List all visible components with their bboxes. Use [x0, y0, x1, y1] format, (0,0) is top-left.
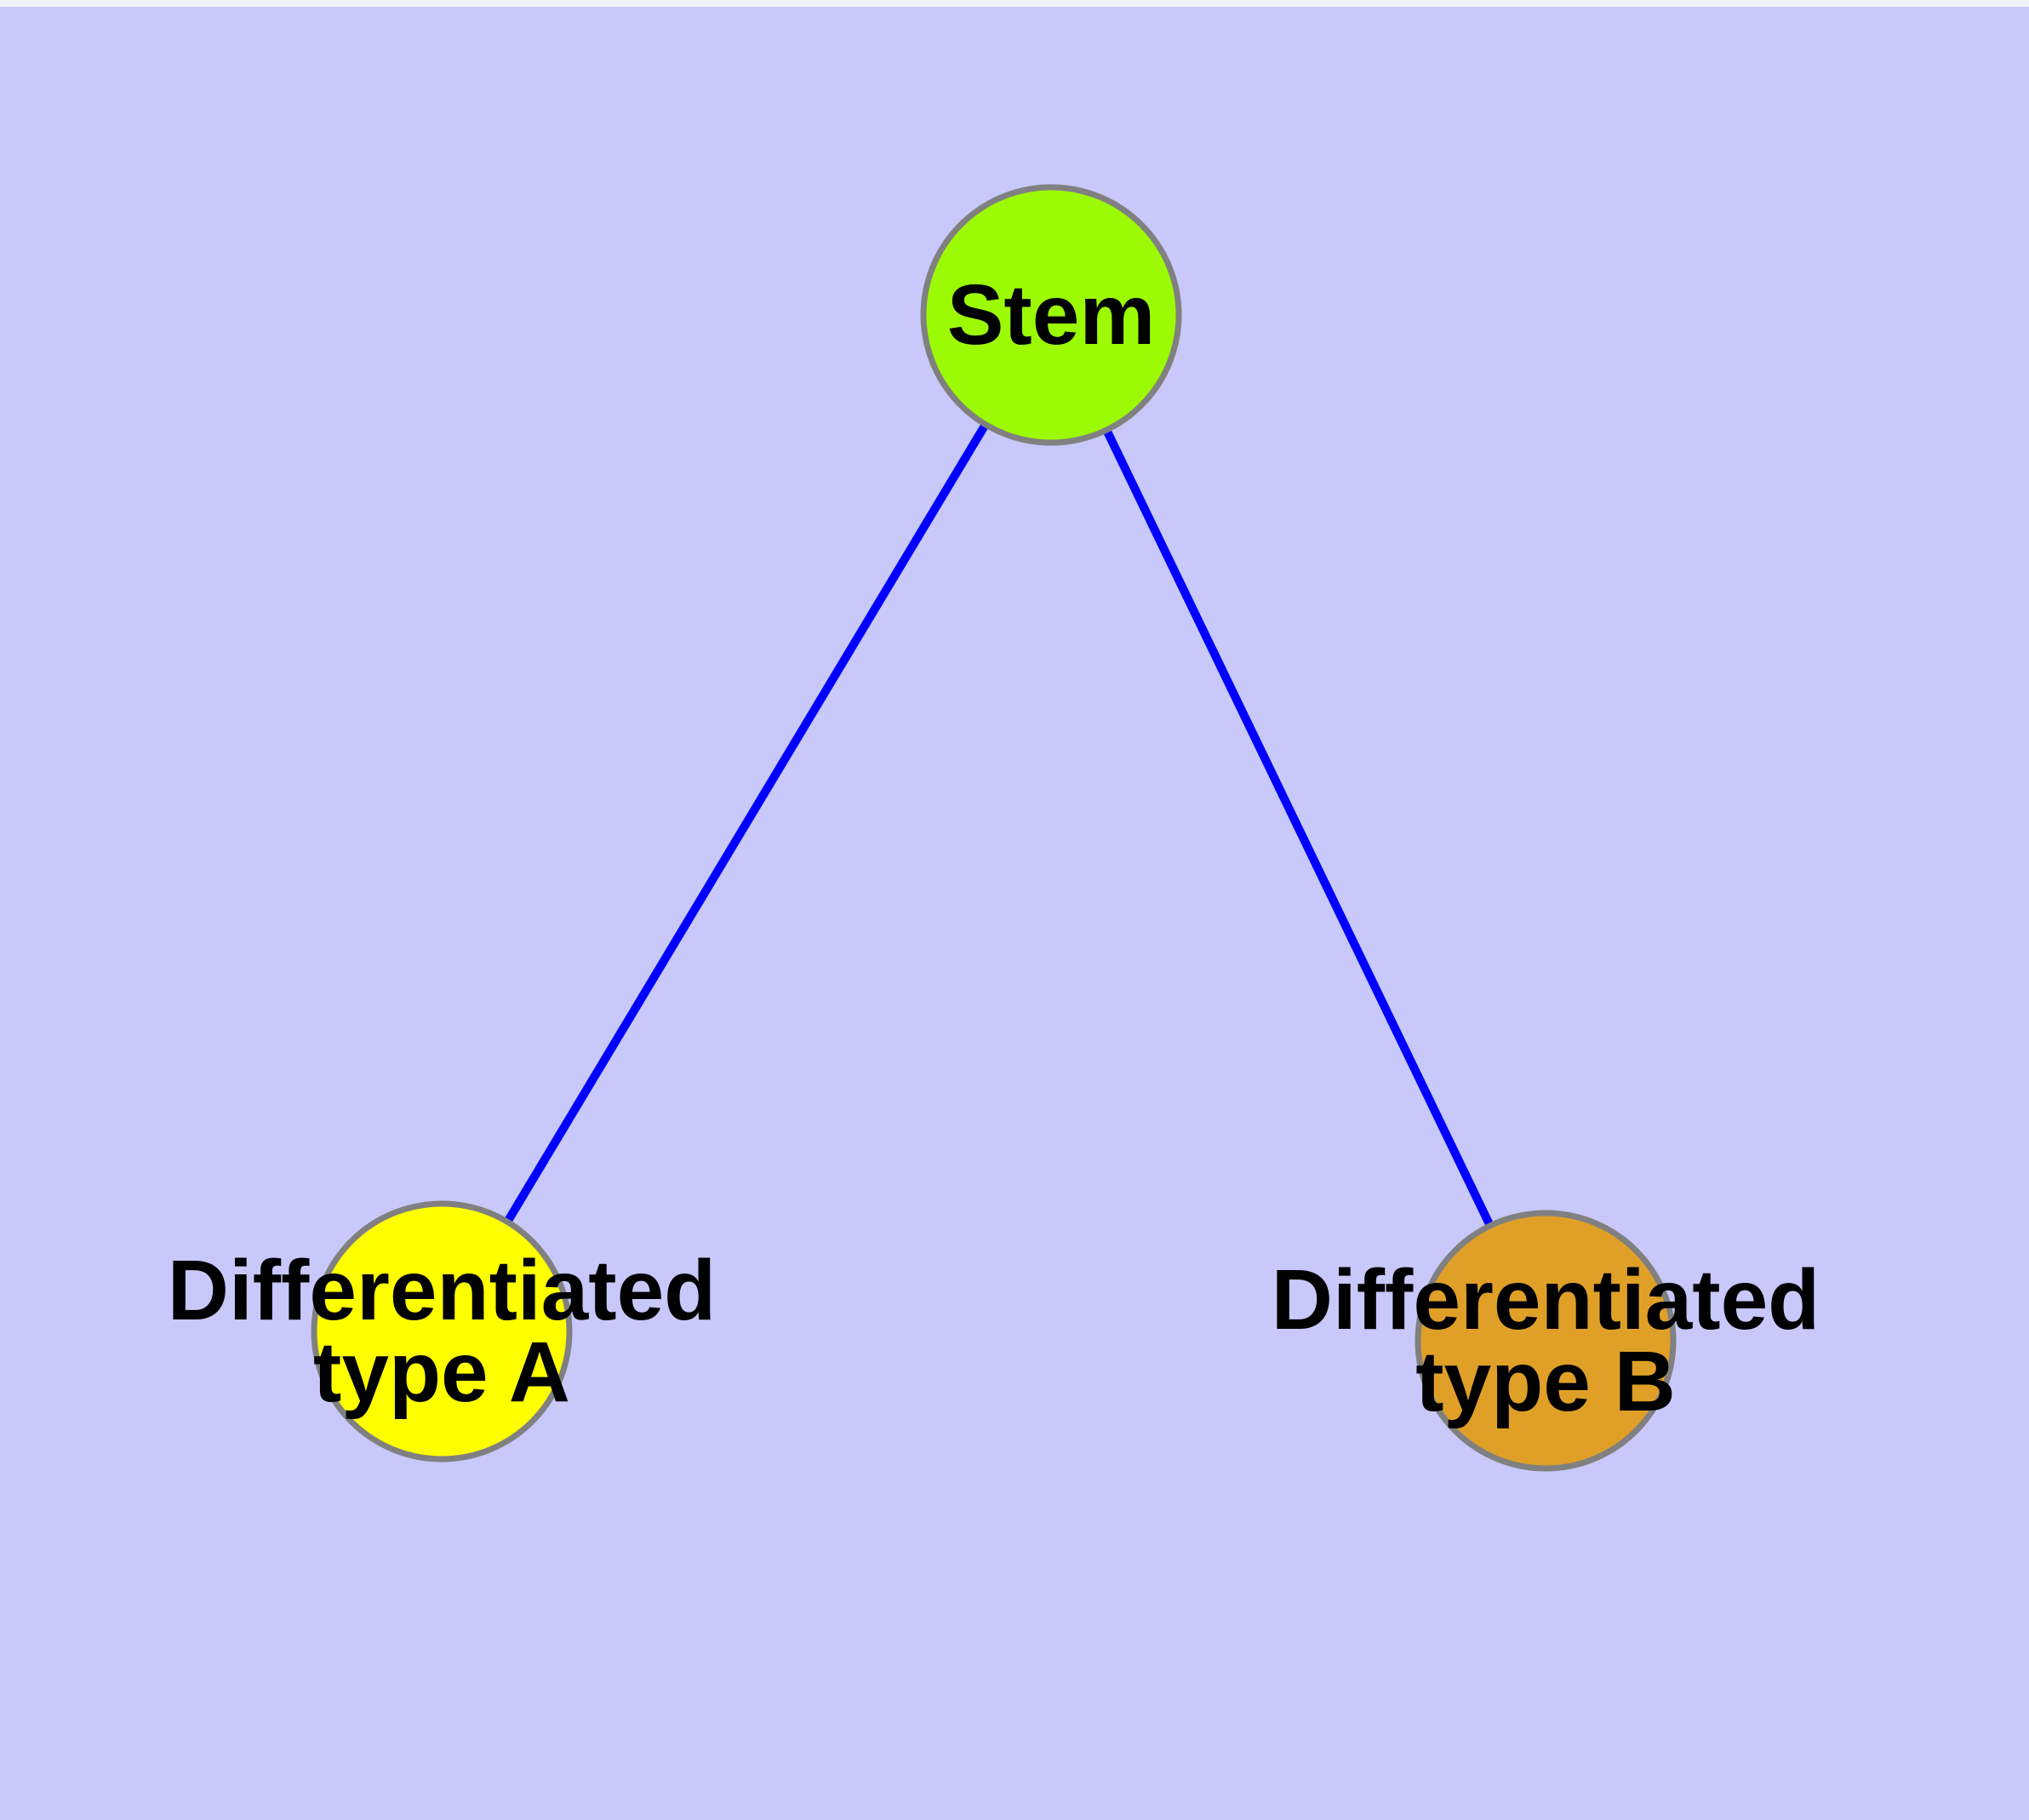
graph-node-label-line: Differentiated	[1272, 1252, 1820, 1348]
graph-node-label-line: Differentiated	[168, 1243, 717, 1338]
edges-layer	[501, 419, 1496, 1231]
nodes-layer	[311, 184, 1677, 1472]
graph-node-label-stem: Stem	[947, 267, 1156, 363]
graph-node-label-line: type B	[1415, 1334, 1676, 1429]
graph-node-label-line: type A	[313, 1325, 570, 1420]
graph-edge[interactable]	[1100, 425, 1496, 1231]
graph-node-diff_a[interactable]	[311, 1200, 573, 1462]
graph-node-stem[interactable]	[920, 184, 1182, 446]
graph-node-label-line: Stem	[947, 267, 1156, 363]
graph-edge[interactable]	[501, 419, 992, 1228]
graph-node-diff_b[interactable]	[1415, 1210, 1677, 1472]
